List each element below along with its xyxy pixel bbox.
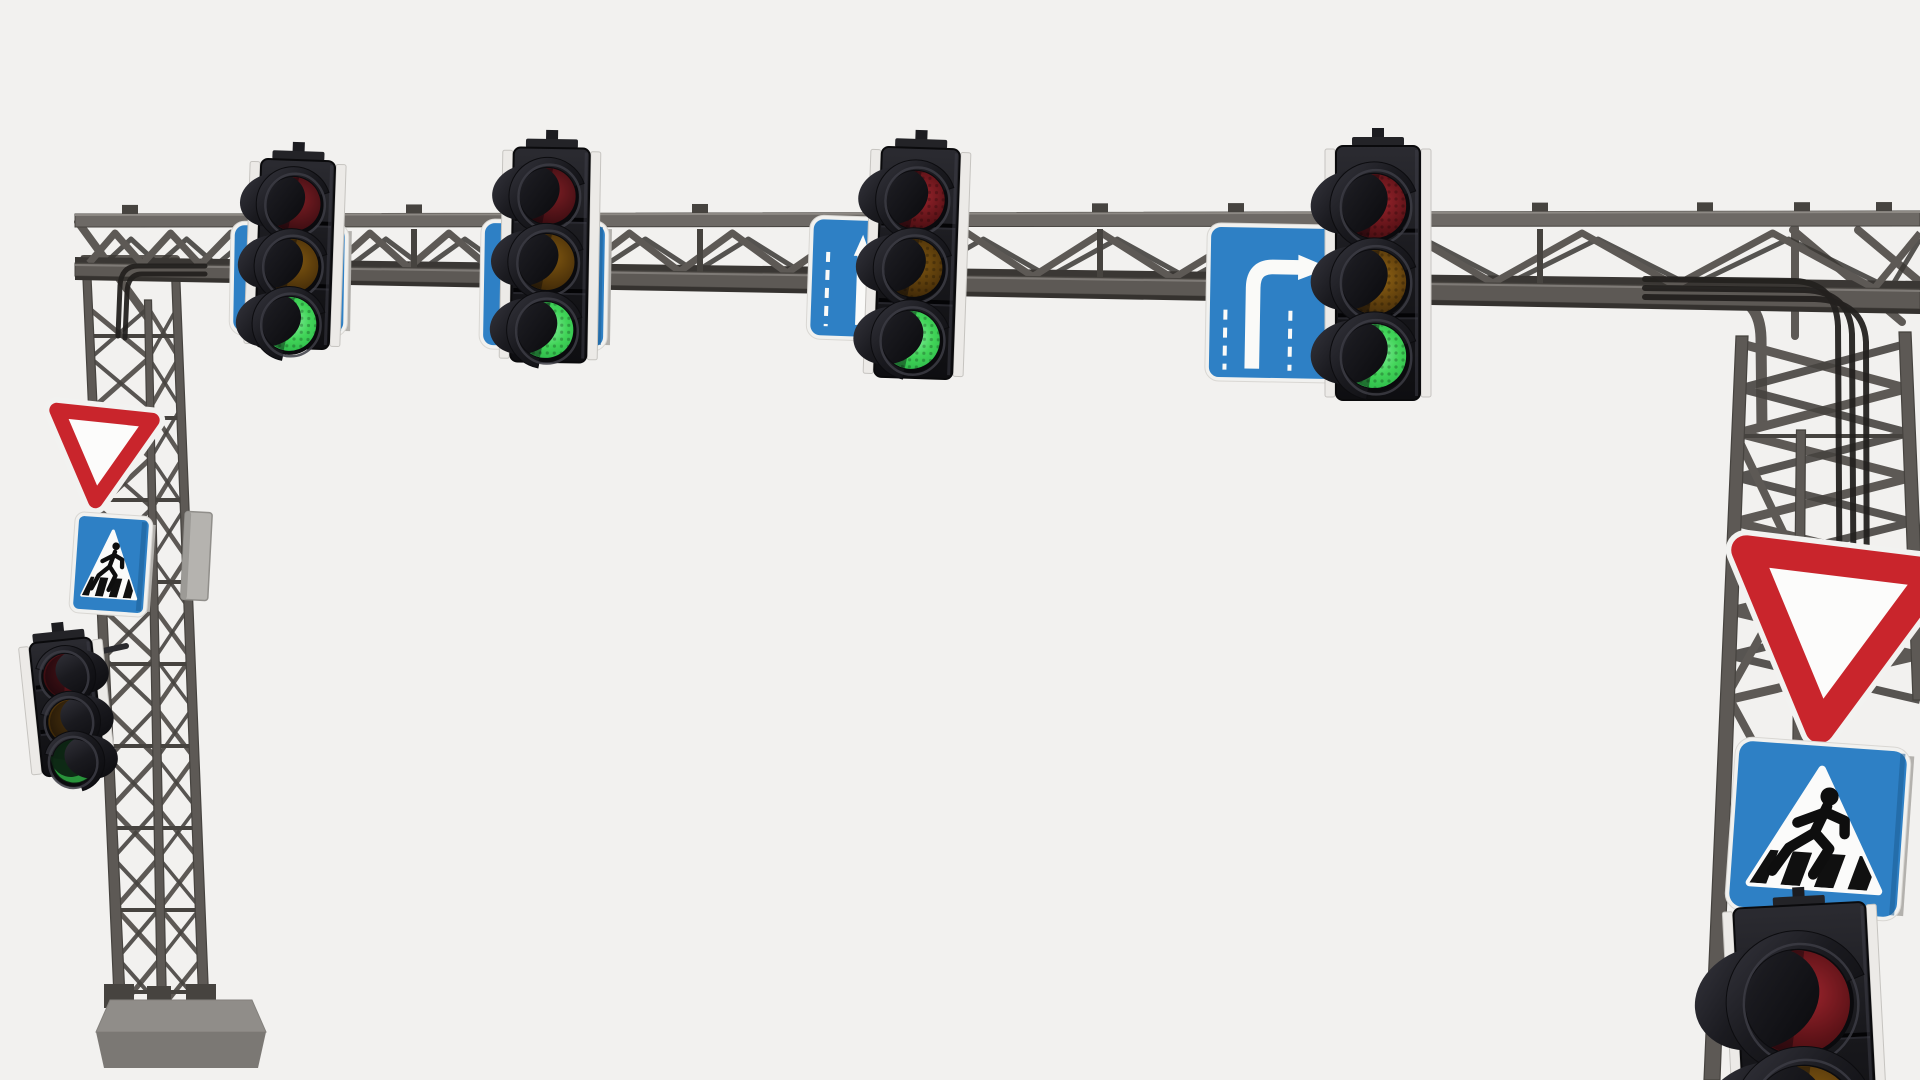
sign-lane-right-turn [1204, 222, 1349, 384]
crosswalk-sign-right [1724, 736, 1915, 922]
traffic-light-3 [853, 129, 972, 381]
right-pole-attachments [1694, 529, 1920, 1080]
yield-sign-left [43, 397, 166, 514]
traffic-light-left-small [18, 621, 118, 792]
left-pole-attachments [18, 397, 213, 792]
yield-sign-right [1725, 529, 1920, 749]
sign-back-panel [180, 510, 213, 602]
traffic-light-4 [1310, 128, 1432, 401]
traffic-light-right-large [1694, 886, 1891, 1080]
traffic-light-2 [489, 129, 602, 369]
traffic-light-1 [235, 141, 347, 361]
overhead-traffic-lights [235, 128, 1432, 401]
crosswalk-sign-left [68, 511, 156, 618]
cable-conduits [115, 263, 1870, 663]
